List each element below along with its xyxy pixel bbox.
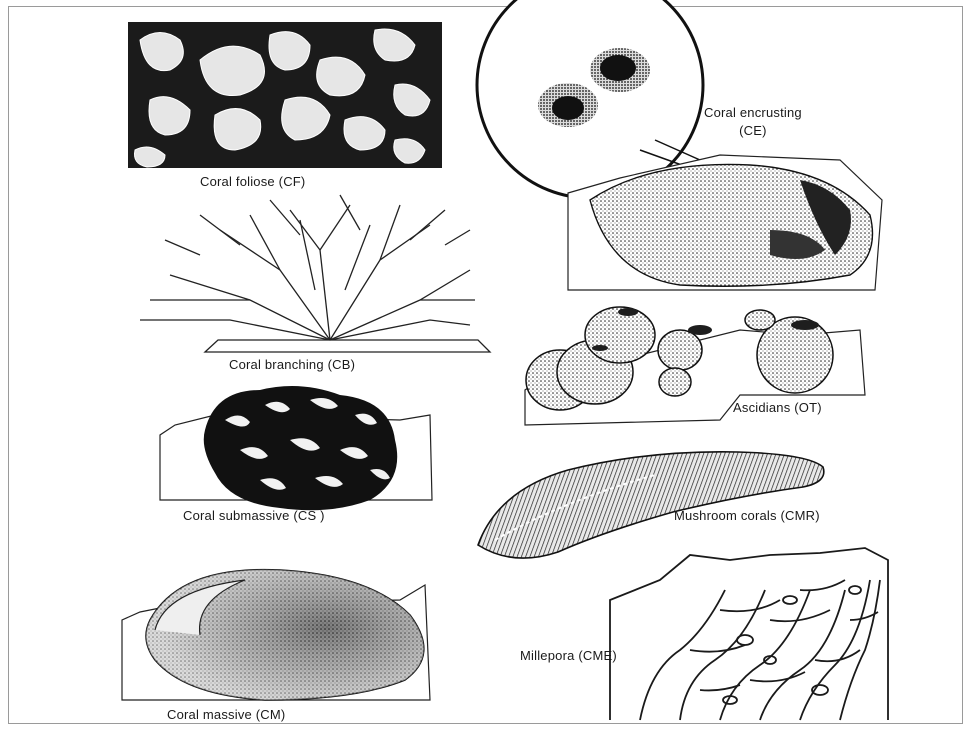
coral-branching-illustration — [140, 195, 490, 352]
label-ascidians: Ascidians (OT) — [733, 400, 822, 415]
label-coral-encrusting-text: Coral encrusting (CE) — [704, 104, 802, 140]
label-coral-branching: Coral branching (CB) — [229, 357, 355, 372]
label-millepora: Millepora (CME) — [520, 648, 617, 663]
coral-massive-illustration — [122, 570, 430, 700]
label-mushroom-corals: Mushroom corals (CMR) — [674, 508, 820, 523]
coral-submassive-illustration — [160, 386, 432, 510]
label-coral-submassive: Coral submassive (CS ) — [183, 508, 325, 523]
label-coral-massive: Coral massive (CM) — [167, 707, 285, 722]
coral-foliose-illustration — [128, 22, 442, 168]
label-coral-foliose: Coral foliose (CF) — [200, 174, 305, 189]
label-coral-encrusting: Coral encrusting (CE) — [704, 104, 802, 140]
millepora-illustration — [610, 548, 888, 720]
mushroom-coral-illustration — [478, 452, 824, 558]
